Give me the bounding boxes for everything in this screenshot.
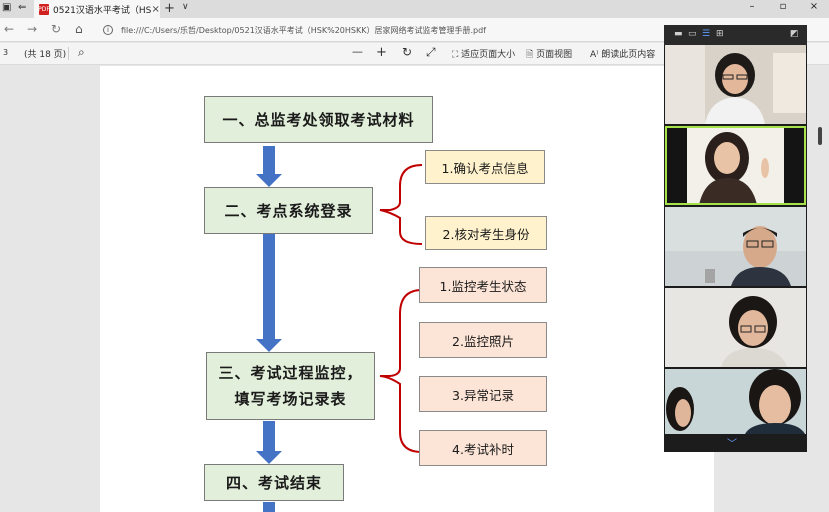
flow-step-3-sub-3-label: 3.异常记录 (452, 387, 514, 403)
participant-1-video (665, 45, 806, 124)
home-icon[interactable]: ⌂ (75, 22, 83, 36)
arrow-step2-step3 (256, 234, 282, 352)
fit-page-icon: ⛶ (452, 50, 462, 60)
participant-tile-4[interactable] (665, 288, 806, 367)
flow-step-2-sub-1-label: 1.确认考点信息 (441, 160, 529, 176)
new-tab-button[interactable]: + (164, 1, 175, 16)
flowchart-connectors (256, 146, 423, 512)
flow-step-1-label: 一、总监考处领取考试材料 (222, 111, 415, 129)
tab-title: 0521汉语水平考试（HS (53, 5, 152, 16)
gallery-view-icon[interactable]: ⊞ (716, 29, 724, 39)
back-arrow-icon[interactable]: ← (4, 22, 15, 36)
flow-step-4-label: 四、考试结束 (225, 474, 322, 492)
flow-step-3-line-1: 三、考试过程监控， (218, 364, 363, 382)
flow-step-3-sub-4-label: 4.考试补时 (452, 441, 514, 457)
brace-step2 (379, 164, 423, 245)
refresh-icon[interactable]: ↻ (51, 22, 62, 36)
flow-step-2-sub-2-label: 2.核对考生身份 (442, 226, 530, 242)
tab-bar: ▣ ⇐ PDF 0521汉语水平考试（HS × + ∨ – ▫ × (0, 0, 829, 18)
flow-step-3: 三、考试过程监控， 填写考场记录表 (206, 352, 375, 420)
rotate-icon[interactable]: ↻ (402, 45, 413, 59)
zoom-in-button[interactable]: + (376, 45, 387, 60)
flow-step-4: 四、考试结束 (204, 464, 344, 501)
fit-page-button[interactable]: ⛶ 适应页面大小 (452, 47, 515, 60)
page-number-input[interactable]: 3 (3, 48, 9, 57)
forward-arrow-icon[interactable]: → (27, 22, 38, 36)
fullscreen-icon[interactable]: ⤢ (426, 45, 436, 59)
info-icon[interactable]: i (103, 25, 113, 35)
participant-tile-3[interactable] (665, 207, 806, 286)
maximize-button[interactable]: ▫ (779, 1, 787, 12)
participant-3-video (665, 207, 806, 286)
panel-restore-icon[interactable]: ▭ (688, 29, 697, 39)
page-view-button[interactable]: 🗎 页面视图 (526, 47, 572, 63)
read-aloud-button[interactable]: A⁾ 朗读此页内容 (590, 47, 655, 60)
flow-step-3-sub-1: 1.监控考生状态 (419, 267, 547, 303)
flow-step-3-sub-2-label: 2.监控照片 (452, 333, 514, 349)
url-text: file:///C:/Users/乐哲/Desktop/0521汉语水平考试（H… (121, 25, 487, 35)
toolbar-divider (68, 47, 69, 60)
page-view-icon: 🗎 (526, 50, 537, 60)
participant-2-video (665, 126, 806, 205)
flow-step-3-sub-1-label: 1.监控考生状态 (439, 278, 527, 294)
flow-step-3-sub-4: 4.考试补时 (419, 430, 547, 466)
minimize-button[interactable]: – (749, 1, 755, 12)
browser-tab[interactable]: PDF 0521汉语水平考试（HS × (34, 0, 160, 18)
participant-tile-5[interactable] (665, 369, 806, 434)
participant-tile-1[interactable] (665, 45, 806, 124)
flow-step-2-sub-1: 1.确认考点信息 (425, 150, 545, 184)
tab-actions-icon[interactable]: ⇐ (18, 2, 27, 13)
page-total-label: (共 18 页) (24, 50, 67, 60)
arrow-step3-step4 (256, 421, 282, 464)
panel-minimize-icon[interactable]: ▬ (674, 29, 683, 39)
participant-5-video (665, 369, 806, 434)
page-view-label: 页面视图 (536, 50, 573, 60)
scrollbar-thumb[interactable] (818, 127, 822, 145)
search-icon[interactable]: ⌕ (78, 45, 85, 59)
pdf-icon: PDF (38, 3, 50, 15)
arrow-step4-continue (263, 502, 275, 512)
flow-step-2: 二、考点系统登录 (204, 187, 373, 234)
video-call-panel[interactable]: ▬ ▭ ☰ ⊞ ◩ (664, 25, 807, 452)
scroll-down-chevron-icon[interactable]: ﹀ (727, 439, 737, 450)
read-aloud-icon: A⁾ (590, 50, 602, 60)
url-input[interactable]: i file:///C:/Users/乐哲/Desktop/0521汉语水平考试… (103, 21, 663, 39)
flow-arrows (256, 146, 282, 512)
panel-expand-icon[interactable]: ◩ (790, 29, 799, 39)
pdf-toolbar: 3 (共 18 页) ⌕ — + ↻ ⤢ ⛶ 适应页面大小 🗎 页面视图 A⁾ … (0, 43, 829, 65)
zoom-out-button[interactable]: — (352, 45, 363, 58)
window-close-button[interactable]: × (809, 1, 819, 12)
read-aloud-label: 朗读此页内容 (601, 50, 656, 60)
participant-4-video (665, 288, 806, 367)
flow-step-3-sub-2: 2.监控照片 (419, 322, 547, 358)
video-panel-header: ▬ ▭ ☰ ⊞ ◩ (664, 25, 807, 45)
window-menu-icon[interactable]: ▣ (2, 2, 12, 13)
flow-step-2-sub-2: 2.核对考生身份 (425, 216, 547, 250)
tab-close-icon[interactable]: × (151, 3, 160, 15)
flow-step-3-line-2: 填写考场记录表 (234, 390, 347, 408)
arrow-step1-step2 (256, 146, 282, 187)
flow-step-2-label: 二、考点系统登录 (224, 202, 353, 220)
tab-list-chevron-icon[interactable]: ∨ (182, 2, 189, 12)
brace-step3 (379, 289, 423, 453)
flow-step-3-sub-3: 3.异常记录 (419, 376, 547, 412)
fit-page-label: 适应页面大小 (461, 50, 516, 60)
flow-step-1: 一、总监考处领取考试材料 (204, 96, 433, 143)
speaker-view-icon[interactable]: ☰ (702, 29, 711, 39)
participant-tile-2[interactable] (665, 126, 806, 205)
pdf-page: 一、总监考处领取考试材料 二、考点系统登录 1.确认考点信息 2.核对考生身份 … (100, 66, 714, 512)
